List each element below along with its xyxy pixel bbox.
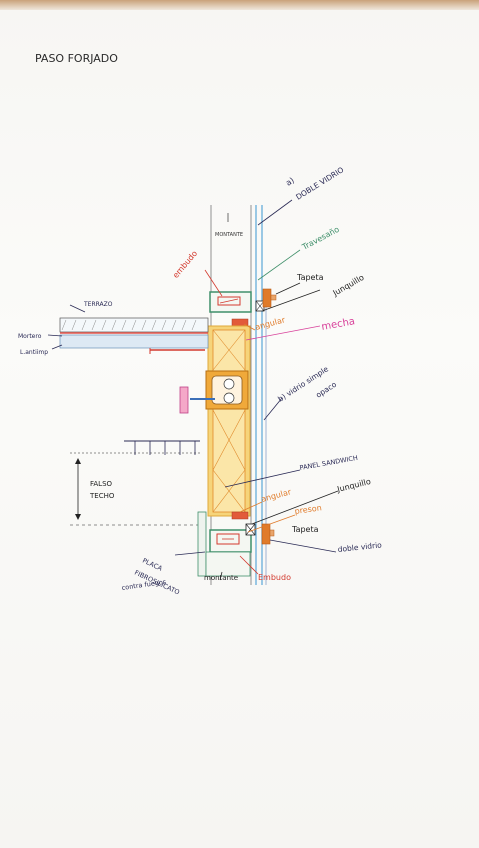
lower-junquillo-x2 — [245, 523, 256, 536]
dimension-arrow-up — [75, 458, 81, 464]
label-junquillo-top: Junquillo — [331, 273, 366, 298]
label-falso: FALSO — [90, 480, 113, 488]
core-hatch-4 — [212, 409, 246, 471]
label-mortero: Mortero — [18, 333, 42, 340]
upper-transom — [209, 291, 252, 313]
dimension-arrow-down — [75, 514, 81, 520]
upper-tapeta — [262, 288, 272, 308]
sandwich-core — [212, 329, 246, 513]
bolt-icon — [223, 378, 235, 390]
mortero-layer — [59, 334, 209, 349]
upper-tapeta-knob — [270, 294, 277, 301]
label-doble-vidrio-top: DOBLE VIDRIO — [294, 165, 345, 202]
upper-junquillo-x2 — [255, 300, 265, 312]
label-embudo-top: embudo — [171, 249, 199, 280]
label-techo: TECHO — [89, 492, 115, 500]
label-a: a) — [284, 176, 296, 188]
lower-transom — [209, 529, 252, 553]
upper-drain-box — [217, 296, 241, 306]
anchor-washer — [179, 386, 189, 414]
core-hatch-2 — [212, 329, 246, 371]
label-placa: PLACA — [141, 557, 164, 573]
page-title: PASO FORJADO — [35, 52, 118, 65]
label-travesano: Travesaño — [300, 225, 341, 253]
label-contra-fuegos: contra fuegos — [121, 578, 167, 592]
fibrosilicato-plate — [197, 511, 207, 577]
anchor-plate — [211, 375, 243, 405]
lower-montante-box — [205, 551, 251, 577]
lower-tapeta — [261, 523, 271, 545]
clipboard-edge — [0, 0, 479, 10]
label-panel-sandwich: PANEL SANDWICH — [299, 454, 359, 472]
leader-lines — [47, 199, 339, 581]
label-junquillo-bottom: Junquillo — [335, 477, 371, 494]
label-doble-vidrio-bottom: doble vidrio — [337, 540, 382, 554]
montante-label: MONTANTE — [215, 232, 243, 238]
bolt-icon — [223, 392, 235, 404]
label-tapeta-bottom: Tapeta — [291, 525, 319, 534]
lower-angular — [231, 511, 249, 520]
lower-drain-box — [216, 533, 240, 545]
label-preson: preson — [294, 503, 322, 516]
label-embudo-bottom: Embudo — [258, 573, 291, 582]
core-hatch-6 — [212, 469, 246, 513]
label-lamina: L.antiimp — [20, 349, 48, 356]
label-angular-bottom: angular — [260, 487, 293, 504]
ceiling-hangers — [134, 441, 196, 455]
label-montante-bottom: montante — [204, 574, 238, 582]
upper-drain-line — [219, 298, 239, 304]
terrazo-hatch — [61, 319, 197, 331]
lower-tapeta-knob — [269, 529, 275, 537]
label-vidrio-simple: b) vidrio simple — [276, 364, 330, 403]
label-tapeta-top: Tapeta — [296, 273, 324, 282]
label-angular-top: angular — [254, 315, 287, 332]
label-opaco: opaco — [314, 380, 338, 400]
label-terrazo: TERRAZO — [83, 301, 113, 308]
label-mecha: mecha — [321, 316, 356, 333]
